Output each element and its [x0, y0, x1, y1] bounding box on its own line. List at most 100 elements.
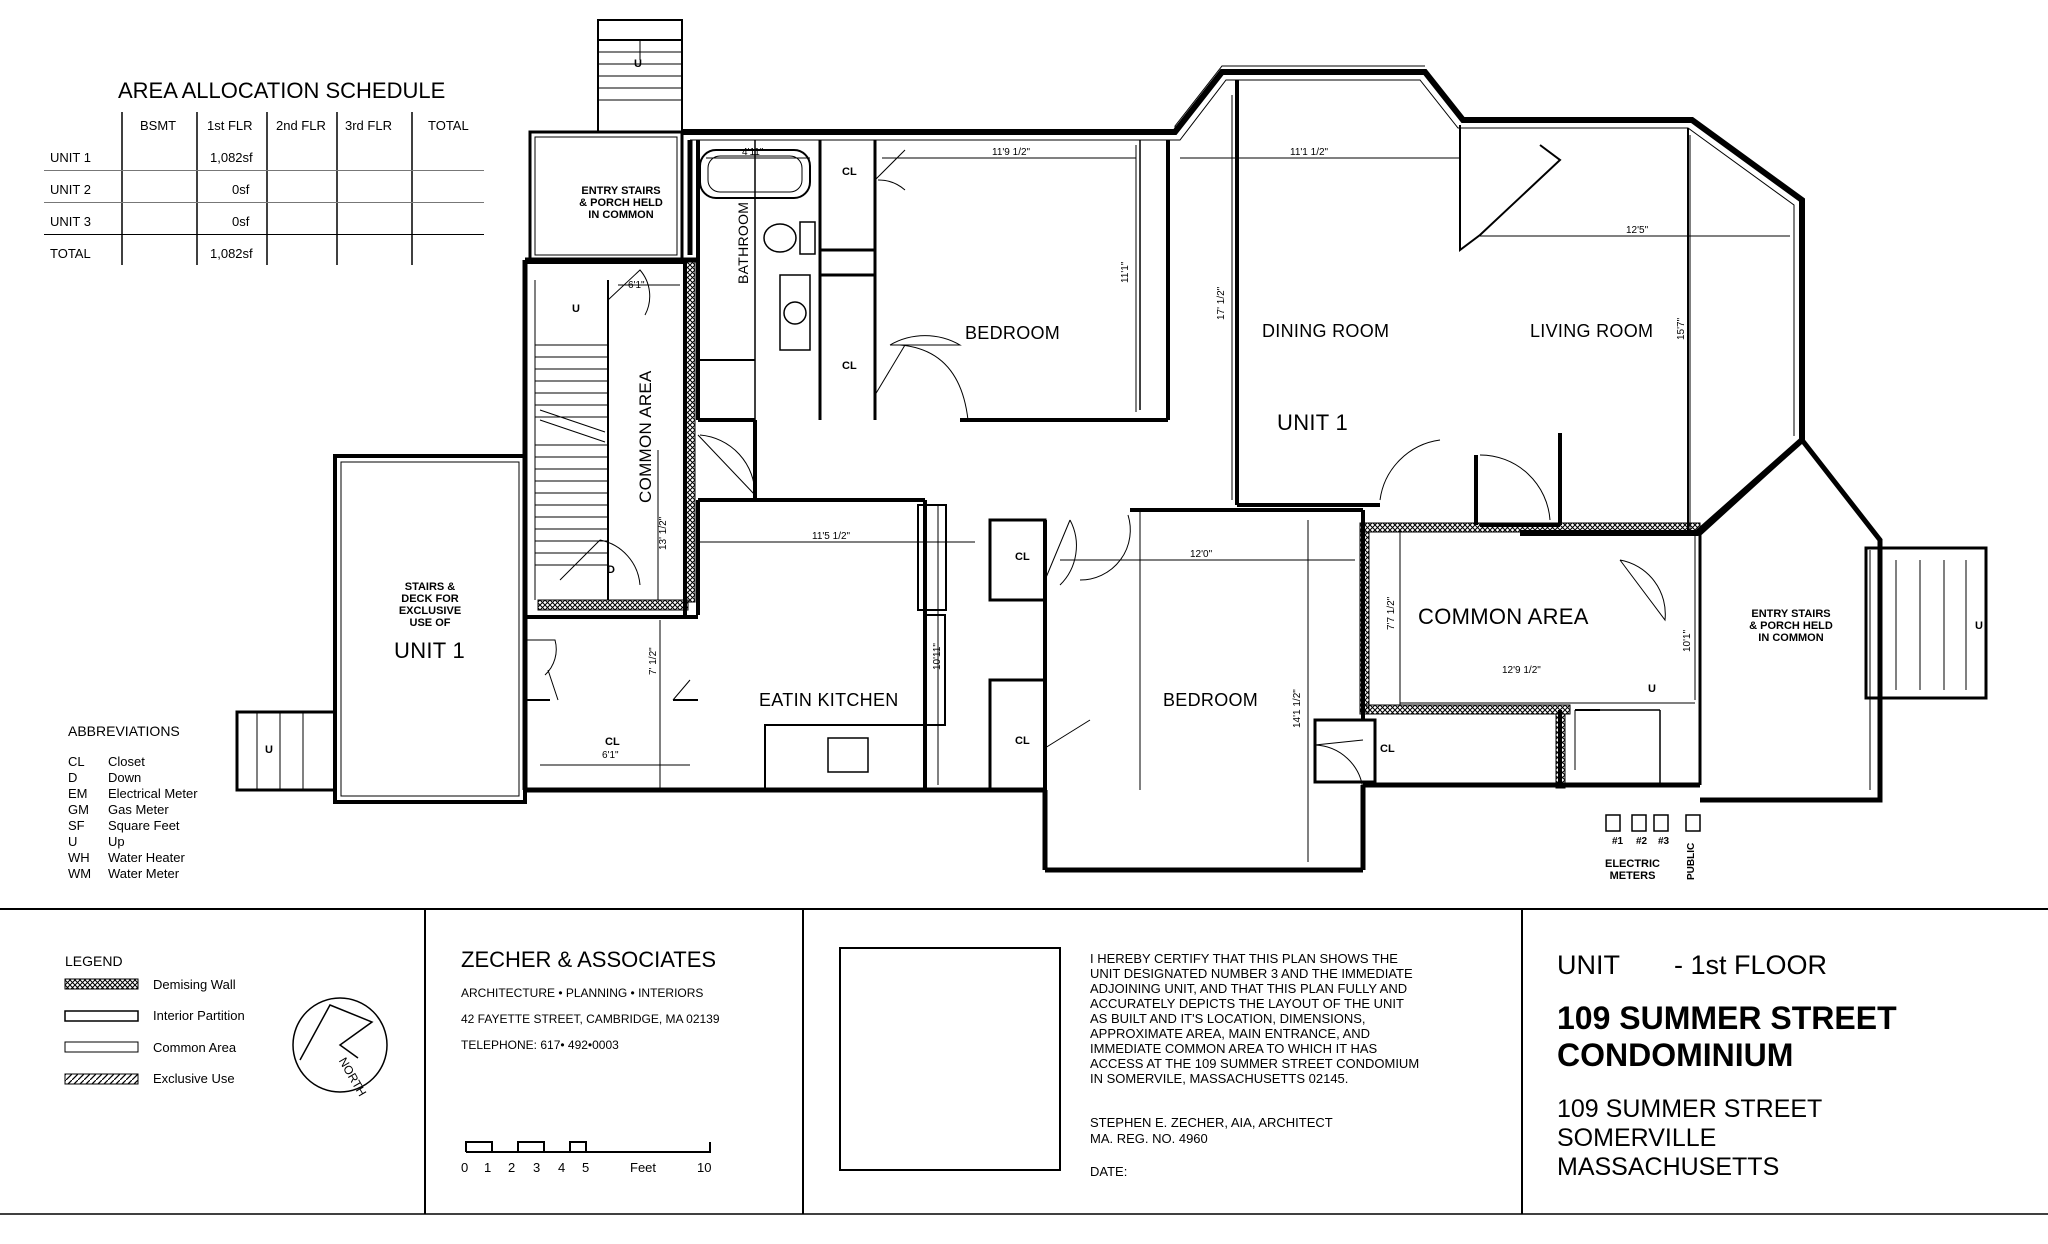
- abbr-meaning: Up: [108, 834, 125, 849]
- room-bedroom-top: BEDROOM: [965, 323, 1061, 343]
- col-total: TOTAL: [428, 118, 469, 133]
- dim-label: 10'1": [1682, 629, 1693, 652]
- dim-label: 10'11": [932, 643, 943, 670]
- deck-note: STAIRS & DECK FOR EXCLUSIVE USE OF: [398, 581, 462, 629]
- row-label: UNIT 3: [50, 214, 91, 229]
- firm-address: 42 FAYETTE STREET, CAMBRIDGE, MA 02139: [461, 1012, 720, 1026]
- up-mark: U: [572, 303, 580, 315]
- architect-reg: MA. REG. NO. 4960: [1090, 1131, 1208, 1146]
- scale-num: 4: [558, 1160, 566, 1175]
- abbr-meaning: Square Feet: [108, 818, 180, 833]
- scale-num: 5: [582, 1160, 590, 1175]
- legend-interior-partition: Interior Partition: [153, 1008, 245, 1023]
- electric-meters-label: ELECTRIC METERS: [1605, 858, 1660, 882]
- certification-text: I HEREBY CERTIFY THAT THIS PLAN SHOWS TH…: [1090, 951, 1420, 1086]
- up-mark: U: [265, 744, 273, 756]
- dim-label: 6'1": [628, 280, 645, 291]
- meter-num: #2: [1636, 836, 1648, 847]
- room-living: LIVING ROOM: [1530, 321, 1654, 341]
- abbr-code: GM: [68, 802, 89, 817]
- abbr-meaning: Gas Meter: [108, 802, 169, 817]
- row-first: 1,082sf: [210, 246, 253, 261]
- abbr-code: WH: [68, 850, 90, 865]
- dim-label: 14'1 1/2": [1292, 689, 1303, 728]
- room-unit1: UNIT 1: [1277, 410, 1349, 435]
- abbr-meaning: Down: [108, 770, 142, 785]
- abbr-meaning: Closet: [108, 754, 145, 769]
- abbr-code: SF: [68, 818, 85, 833]
- dim-label: 7' 1/2": [648, 647, 659, 675]
- abbr-meaning: Water Meter: [108, 866, 180, 881]
- legend-common-area: Common Area: [153, 1040, 237, 1055]
- legend-exclusive-use: Exclusive Use: [153, 1071, 235, 1086]
- scale-num: 3: [533, 1160, 541, 1175]
- room-dining: DINING ROOM: [1262, 321, 1390, 341]
- closet-label: CL: [1015, 551, 1030, 563]
- closet-label: CL: [1380, 743, 1395, 755]
- legend-demising-wall: Demising Wall: [153, 977, 236, 992]
- room-kitchen: EATIN KITCHEN: [759, 690, 899, 710]
- dim-label: 11'1 1/2": [1290, 147, 1329, 158]
- up-mark: U: [1975, 620, 1983, 632]
- abbr-code: U: [68, 834, 78, 849]
- dim-label: 15'7": [1676, 317, 1687, 340]
- dim-label: 11'5 1/2": [812, 531, 851, 542]
- up-mark: U: [634, 58, 642, 70]
- project-title-1: 109 SUMMER STREET: [1557, 1000, 1897, 1036]
- abbr-code: CL: [68, 754, 85, 769]
- row-first: 0sf: [232, 214, 250, 229]
- deck-unit-label: UNIT 1: [394, 638, 466, 663]
- scale-num: 10: [697, 1160, 712, 1175]
- date-field: DATE:: [1090, 1164, 1128, 1179]
- room-common-right: COMMON AREA: [1418, 604, 1589, 629]
- legend-title: LEGEND: [65, 953, 123, 969]
- closet-label: CL: [605, 736, 620, 748]
- down-mark: D: [607, 564, 615, 576]
- meter-num: #1: [1612, 836, 1624, 847]
- abbr-code: WM: [68, 866, 92, 881]
- abbr-meaning: Electrical Meter: [108, 786, 198, 801]
- row-label: TOTAL: [50, 246, 91, 261]
- address-line-1: 109 SUMMER STREET: [1557, 1095, 1823, 1123]
- abbr-code: D: [68, 770, 78, 785]
- firm-phone: TELEPHONE: 617• 492•0003: [461, 1038, 619, 1052]
- dim-label: 12'9 1/2": [1502, 665, 1541, 676]
- dim-label: 6'1": [602, 750, 619, 761]
- abbr-code: EM: [68, 786, 88, 801]
- col-bsmt: BSMT: [140, 118, 177, 133]
- closet-label: CL: [842, 360, 857, 372]
- entry-stairs-right-note: ENTRY STAIRS & PORCH HELD IN COMMON: [1749, 608, 1833, 644]
- dim-label: 11'9 1/2": [992, 147, 1031, 158]
- unit-label: UNIT: [1557, 950, 1620, 980]
- entry-stairs-top-note: ENTRY STAIRS & PORCH HELD IN COMMON: [579, 185, 663, 221]
- dim-label: 17' 1/2": [1216, 286, 1227, 320]
- up-mark: U: [1648, 683, 1656, 695]
- scale-num: 0: [461, 1160, 469, 1175]
- col-2nd: 2nd FLR: [276, 118, 326, 133]
- row-label: UNIT 1: [50, 150, 91, 165]
- dim-label: 13' 1/2": [658, 516, 669, 550]
- dim-label: 7'7 1/2": [1386, 596, 1397, 630]
- room-common-vertical: COMMON AREA: [636, 370, 655, 503]
- dim-label: 12'0": [1190, 549, 1213, 560]
- abbr-meaning: Water Heater: [108, 850, 185, 865]
- architect-name: STEPHEN E. ZECHER, AIA, ARCHITECT: [1090, 1115, 1333, 1130]
- firm-services: ARCHITECTURE • PLANNING • INTERIORS: [461, 986, 704, 1000]
- public-label: PUBLIC: [1686, 842, 1697, 880]
- scale-unit: Feet: [630, 1160, 657, 1175]
- abbreviations-title: ABBREVIATIONS: [68, 723, 180, 739]
- dim-label: 4'11": [742, 147, 764, 158]
- closet-label: CL: [842, 166, 857, 178]
- dim-label: 11'1": [1120, 261, 1131, 283]
- scale-num: 1: [484, 1160, 492, 1175]
- dim-label: 12'5": [1626, 225, 1649, 236]
- floor-label: - 1st FLOOR: [1674, 950, 1828, 980]
- row-first: 0sf: [232, 182, 250, 197]
- room-bedroom-bottom: BEDROOM: [1163, 690, 1259, 710]
- meter-num: #3: [1658, 836, 1670, 847]
- address-line-3: MASSACHUSETTS: [1557, 1153, 1780, 1181]
- col-3rd: 3rd FLR: [345, 118, 392, 133]
- project-title-2: CONDOMINIUM: [1557, 1037, 1794, 1073]
